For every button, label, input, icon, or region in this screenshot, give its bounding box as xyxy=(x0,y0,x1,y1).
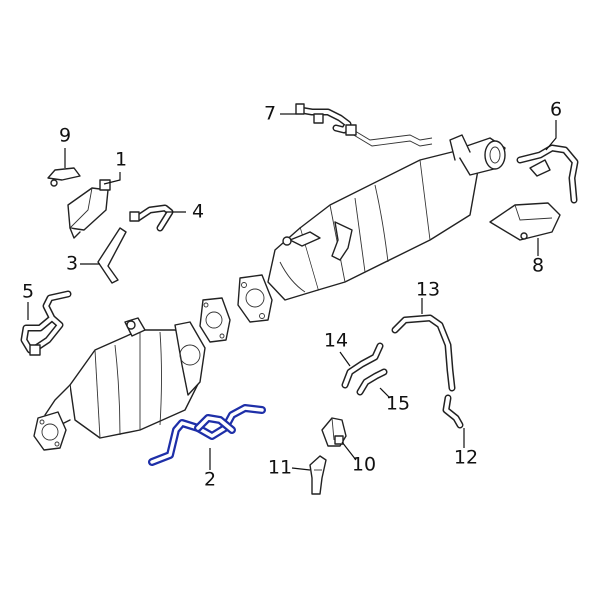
callout-2[interactable]: 2 xyxy=(204,469,216,491)
part-7-tube[interactable] xyxy=(295,103,433,147)
part-12-hose[interactable] xyxy=(442,394,464,429)
part-1-sensor[interactable] xyxy=(67,179,111,239)
callout-8[interactable]: 8 xyxy=(532,255,544,277)
part-4-pipe[interactable] xyxy=(129,204,174,232)
callout-4[interactable]: 4 xyxy=(192,201,204,223)
gasket[interactable] xyxy=(199,297,231,343)
callout-10[interactable]: 10 xyxy=(352,454,376,476)
part-8-heat-shield[interactable] xyxy=(489,202,561,241)
callout-labels: 1 2 3 4 5 6 7 8 9 10 11 12 13 14 15 xyxy=(22,99,562,491)
part-15-hose[interactable] xyxy=(356,368,388,396)
callout-12[interactable]: 12 xyxy=(454,447,478,469)
callout-14[interactable]: 14 xyxy=(324,330,348,352)
callout-9[interactable]: 9 xyxy=(59,125,71,147)
part-5-tube[interactable] xyxy=(20,290,72,356)
leader-lines xyxy=(27,113,557,471)
rear-dpf-assembly[interactable] xyxy=(267,134,506,301)
part-13-hose[interactable] xyxy=(391,314,456,392)
front-catalyst-assembly[interactable] xyxy=(33,317,206,451)
part-10-sensor[interactable] xyxy=(321,417,347,447)
part-11-connector[interactable] xyxy=(309,455,327,495)
part-6-tube[interactable] xyxy=(516,144,579,204)
part-3-bracket[interactable] xyxy=(97,227,127,284)
callout-1[interactable]: 1 xyxy=(115,149,127,171)
callout-11[interactable]: 11 xyxy=(268,457,292,479)
callout-7[interactable]: 7 xyxy=(264,103,276,125)
callout-6[interactable]: 6 xyxy=(550,99,562,121)
callout-3[interactable]: 3 xyxy=(66,253,78,275)
part-9-bracket[interactable] xyxy=(47,167,81,187)
highlighted-part-2-tube[interactable] xyxy=(148,404,266,466)
callout-5[interactable]: 5 xyxy=(22,281,34,303)
flange-rear[interactable] xyxy=(237,274,273,323)
callout-15[interactable]: 15 xyxy=(386,393,410,415)
part-14-hose[interactable] xyxy=(341,342,384,389)
callout-13[interactable]: 13 xyxy=(416,279,440,301)
